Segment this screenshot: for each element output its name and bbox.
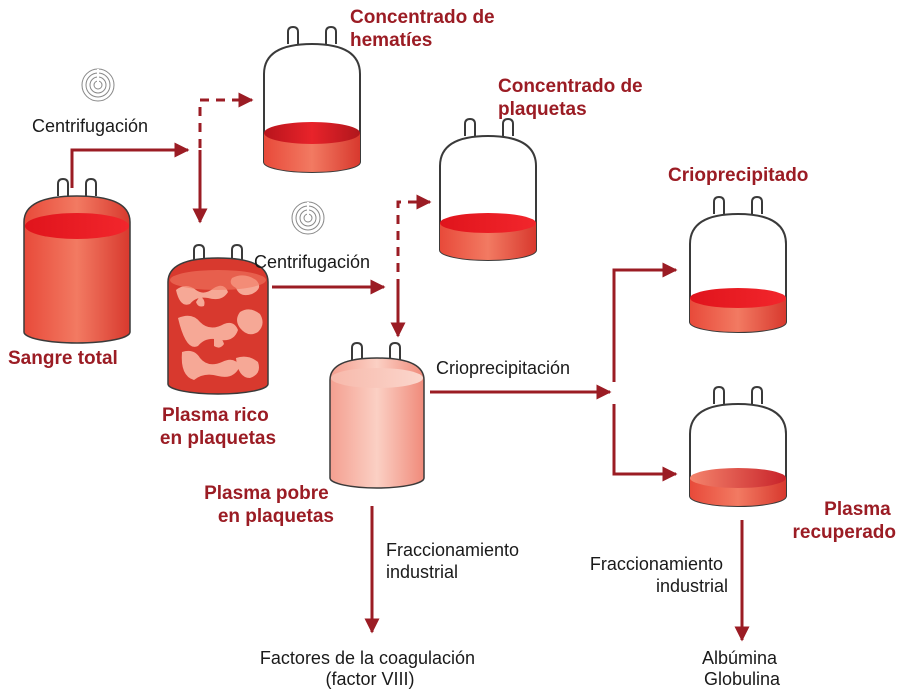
bag-plasma-pobre [329, 341, 425, 489]
centrifuge-icon [291, 201, 325, 235]
bag-crioprecipitado [689, 195, 787, 333]
label-centrifugacion-1: Centrifugación [32, 116, 148, 136]
arrow-to-hematies [198, 92, 254, 148]
label-crioprecipitacion: Crioprecipitación [436, 358, 570, 378]
arrow-to-crioprecipitado [612, 262, 678, 382]
label-plasma-rico: Plasma rico en plaquetas [160, 405, 276, 449]
arrow-to-plasma-recuperado [612, 404, 678, 482]
label-crioprecipitado: Crioprecipitado [668, 165, 808, 186]
plasma-mottle [176, 275, 263, 380]
bag-plasma-rico [167, 243, 269, 395]
arrows [70, 92, 750, 642]
label-plasma-recuperado: Plasma recuperado [793, 499, 896, 543]
label-sangre-total: Sangre total [8, 348, 118, 369]
label-fraccionamiento-2: Fraccionamiento industrial [590, 554, 728, 596]
label-fraccionamiento-1: Fraccionamiento industrial [386, 540, 524, 582]
label-plasma-pobre: Plasma pobre en plaquetas [204, 483, 334, 527]
label-centrifugacion-2: Centrifugación [254, 252, 370, 272]
label-factores: Factores de la coagulación (factor VIII) [260, 648, 480, 689]
centrifuge-icon [81, 68, 115, 102]
label-concentrado-hematies: Concentrado de hematíes [350, 7, 500, 51]
label-concentrado-plaquetas: Concentrado de plaquetas [498, 76, 648, 120]
arrow-to-plaquetas [396, 194, 432, 288]
bag-concentrado-plaquetas [439, 117, 537, 261]
bag-concentrado-hematies [263, 25, 361, 173]
label-albumina: Albúmina Globulina [702, 648, 782, 689]
bag-sangre-total [23, 177, 131, 344]
arrow-sangre-centrifugacion [70, 142, 190, 188]
bag-plasma-recuperado [689, 385, 787, 507]
